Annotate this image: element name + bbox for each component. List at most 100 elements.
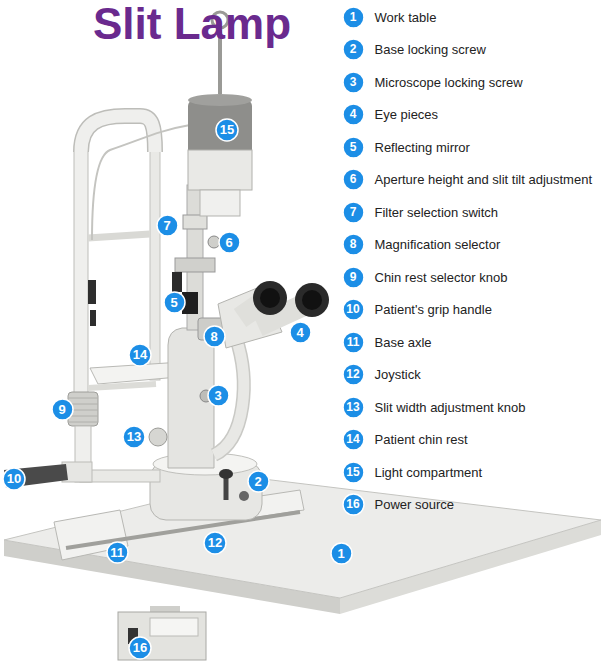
callout-number: 6 xyxy=(218,231,241,254)
slit-head-dark xyxy=(172,272,182,292)
callout-circle xyxy=(157,215,178,236)
part-name: Reflecting mirror xyxy=(375,136,470,159)
callout-circle xyxy=(204,326,225,347)
power-cable xyxy=(92,125,190,240)
callout-number: 9 xyxy=(51,398,74,421)
part-name: Base axle xyxy=(375,331,432,354)
callout-marker: 12 xyxy=(203,531,227,555)
joystick-stem xyxy=(224,478,229,500)
callout-marker: 10 xyxy=(2,467,26,491)
callout-number: 1 xyxy=(330,542,353,565)
callout-marker: 16 xyxy=(128,636,152,660)
callout-circle xyxy=(343,267,364,288)
callout-marker: 11 xyxy=(106,541,129,564)
parts-list-item: 14Patient chin rest xyxy=(342,428,365,451)
light-compartment-base xyxy=(200,190,240,216)
callout-circle xyxy=(343,39,364,60)
light-compartment-cap xyxy=(188,94,252,106)
parts-list-item: 2Base locking screw xyxy=(342,38,365,61)
callout-number: 5 xyxy=(342,136,365,159)
callout-number: 12 xyxy=(342,363,365,386)
chin-rest-bar xyxy=(88,384,156,388)
part-name: Power source xyxy=(375,493,454,516)
part-name: Patient's grip handle xyxy=(375,298,492,321)
callout-circle xyxy=(343,462,364,483)
callout-number: 14 xyxy=(342,428,365,451)
callout-marker: 3 xyxy=(207,384,230,407)
callout-circle xyxy=(343,299,364,320)
eyepiece-rim xyxy=(253,281,287,315)
part-name: Work table xyxy=(375,6,437,29)
part-name: Slit width adjustment knob xyxy=(375,396,526,419)
parts-list-item: 15Light compartment xyxy=(342,461,365,484)
callout-number: 2 xyxy=(342,38,365,61)
callout-number: 4 xyxy=(289,321,312,344)
callout-marker: 8 xyxy=(203,325,226,348)
parts-list-item: 12Joystick xyxy=(342,363,365,386)
parts-list-item: 6Aperture height and slit tilt adjustmen… xyxy=(342,168,365,191)
callout-number: 7 xyxy=(342,201,365,224)
callout-marker: 13 xyxy=(122,425,146,449)
power-box xyxy=(118,612,206,660)
callout-circle xyxy=(343,234,364,255)
callout-circle xyxy=(129,637,151,659)
callout-marker: 6 xyxy=(218,231,241,254)
part-name: Light compartment xyxy=(375,461,483,484)
part-name: Microscope locking screw xyxy=(375,71,523,94)
callout-number: 6 xyxy=(342,168,365,191)
eyepiece-rim xyxy=(295,283,329,317)
callout-marker: 5 xyxy=(163,291,186,314)
parts-list-item: 7Filter selection switch xyxy=(342,201,365,224)
callout-number: 13 xyxy=(122,425,146,449)
callout-circle xyxy=(204,532,226,554)
parts-list-item: 13Slit width adjustment knob xyxy=(342,396,365,419)
microscope-column xyxy=(168,328,214,468)
callout-circle xyxy=(219,232,240,253)
callout-circle xyxy=(248,471,269,492)
callout-circle xyxy=(107,542,128,563)
callout-circle xyxy=(208,385,229,406)
callout-circle xyxy=(129,344,151,366)
work-table xyxy=(4,478,601,598)
callout-number: 11 xyxy=(106,541,129,564)
eyepiece-lens xyxy=(302,290,322,310)
part-name: Patient chin rest xyxy=(375,428,468,451)
part-name: Magnification selector xyxy=(375,233,501,256)
page-title: Slit Lamp xyxy=(93,2,291,46)
callout-circle xyxy=(343,429,364,450)
callout-circle xyxy=(343,104,364,125)
callout-number: 12 xyxy=(203,531,227,555)
part-name: Eye pieces xyxy=(375,103,439,126)
callout-circle xyxy=(331,543,352,564)
callout-circle xyxy=(343,72,364,93)
callout-circle xyxy=(290,322,311,343)
callout-number: 7 xyxy=(156,214,179,237)
parts-list-item: 10Patient's grip handle xyxy=(342,298,365,321)
callout-circle xyxy=(343,169,364,190)
headrest-clamp xyxy=(88,280,96,304)
callout-circle xyxy=(343,364,364,385)
callout-marker: 2 xyxy=(247,470,270,493)
callout-circle xyxy=(3,468,25,490)
parts-list-item: 1Work table xyxy=(342,6,365,29)
parts-list-item: 5Reflecting mirror xyxy=(342,136,365,159)
callout-marker: 7 xyxy=(156,214,179,237)
callout-marker: 15 xyxy=(215,118,239,142)
callout-marker: 1 xyxy=(330,542,353,565)
callout-circle xyxy=(343,7,364,28)
callout-marker: 9 xyxy=(51,398,74,421)
callout-number: 8 xyxy=(203,325,226,348)
callout-number: 16 xyxy=(342,493,365,516)
parts-list-item: 4Eye pieces xyxy=(342,103,365,126)
part-name: Filter selection switch xyxy=(375,201,499,224)
part-name: Joystick xyxy=(375,363,421,386)
callout-number: 13 xyxy=(342,396,365,419)
callout-number: 15 xyxy=(215,118,239,142)
callout-number: 14 xyxy=(128,343,152,367)
joystick-knob xyxy=(219,469,233,479)
callout-circle xyxy=(216,119,238,141)
headrest-right-post xyxy=(150,150,160,380)
callout-circle xyxy=(343,332,364,353)
callout-number: 3 xyxy=(342,71,365,94)
